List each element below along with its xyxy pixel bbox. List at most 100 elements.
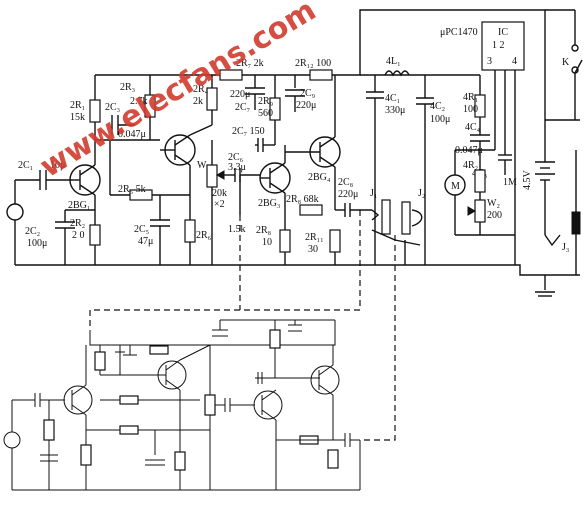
resistor-2r8: 2R₈ 10: [256, 225, 291, 265]
svg-text:220μ: 220μ: [338, 189, 358, 200]
inductor-4l1: 4L₁: [384, 56, 410, 77]
svg-text:220μ: 220μ: [230, 89, 250, 100]
potentiometer-w2: W₂ 200: [455, 198, 515, 236]
svg-text:20k: 20k: [212, 188, 227, 199]
svg-text:3.3μ: 3.3μ: [228, 162, 246, 173]
svg-text:1.5k: 1.5k: [228, 224, 246, 235]
battery-4-5v: 4.5V: [522, 130, 555, 235]
jack-j2: J₂: [401, 188, 425, 235]
resistor-2r11: 2R₁₁ 30: [305, 229, 341, 265]
svg-text:2C₇: 2C₇: [235, 102, 250, 113]
svg-text:100: 100: [463, 104, 478, 115]
capacitor-2c10: 2C₈ 220μ: [335, 177, 372, 217]
svg-text:μPC1470: μPC1470: [440, 27, 478, 38]
resistor-2r10: 2R₈ 68k: [286, 194, 323, 216]
svg-text:M: M: [451, 181, 460, 192]
svg-text:J₂: J₂: [418, 188, 425, 199]
resistor-2r3: 2R₃ 2.7k: [120, 75, 156, 140]
svg-text:30: 30: [308, 244, 318, 255]
resistor-2r6: 2R₆: [184, 175, 212, 265]
input-source: [6, 179, 40, 265]
svg-text:100μ: 100μ: [27, 238, 47, 249]
capacitor-4c4: 4C₄ 0.047μ: [455, 122, 490, 156]
svg-text:2BG₁: 2BG₁: [68, 200, 90, 211]
svg-text:2R₈: 2R₈: [256, 225, 272, 236]
svg-text:2R₁₁: 2R₁₁: [305, 232, 324, 243]
capacitor-2c1: 2C₁ 10μ: [18, 160, 72, 190]
svg-text:2k: 2k: [193, 96, 203, 107]
capacitor-4c1: 4C₁ 330μ: [366, 75, 405, 265]
resistor-2r5: 2R₅ 5k: [110, 184, 190, 201]
svg-text:J₁: J₁: [370, 188, 377, 199]
svg-text:2.7k: 2.7k: [130, 96, 148, 107]
ic-upc1470: IC 1 2 3 4 μPC1470: [440, 21, 525, 265]
svg-text:2C₁: 2C₁: [18, 160, 33, 171]
capacitor-2c2: 2C₂ 100μ: [25, 210, 75, 265]
svg-text:2R₃: 2R₃: [120, 82, 135, 93]
svg-text:2R₁: 2R₁: [70, 100, 85, 111]
svg-text:2BG₃: 2BG₃: [258, 198, 280, 209]
transistor-2bg4: 2BG₄: [285, 75, 341, 210]
svg-text:3: 3: [487, 56, 492, 67]
resistor-2r12: 2R₁₂ 100: [295, 58, 333, 81]
svg-text:2C₇ 150: 2C₇ 150: [232, 126, 265, 137]
svg-text:4: 4: [512, 56, 517, 67]
motor-m: M: [444, 149, 495, 235]
svg-text:15k: 15k: [70, 112, 85, 123]
svg-text:2BG₄: 2BG₄: [308, 172, 331, 183]
jack-j3: J₃: [544, 150, 581, 275]
svg-text:2R₆: 2R₆: [196, 230, 212, 241]
resistor-2r2: 2R₂ 2 0: [70, 210, 101, 265]
svg-text:2C₆: 2C₆: [228, 152, 244, 163]
supply-rail: [95, 9, 546, 130]
svg-text:2R₂: 2R₂: [70, 218, 85, 229]
svg-text:220μ: 220μ: [296, 100, 316, 111]
capacitor-2c3: 2C₃ 0.047μ: [105, 102, 146, 140]
svg-text:2 0: 2 0: [72, 230, 85, 241]
capacitor-2c8: 2C₇ 150: [232, 126, 275, 152]
svg-text:4C₂: 4C₂: [430, 101, 445, 112]
resistor-4r2: 4R₂: [463, 155, 486, 200]
svg-text:W: W: [197, 160, 207, 171]
svg-text:4R₁: 4R₁: [463, 92, 478, 103]
svg-text:4C₁: 4C₁: [385, 93, 400, 104]
svg-text:560: 560: [258, 108, 273, 119]
svg-text:W₂: W₂: [487, 198, 500, 209]
svg-text:10: 10: [262, 237, 272, 248]
ground-rail: [15, 264, 580, 297]
svg-text:10μ: 10μ: [50, 160, 65, 171]
svg-text:2C₉: 2C₉: [300, 88, 316, 99]
transistor-2bg2: [160, 124, 213, 175]
svg-text:2R₄: 2R₄: [193, 84, 209, 95]
svg-text:1M: 1M: [503, 177, 517, 188]
resistor-2r7: 2R₇ 2k: [219, 58, 264, 81]
svg-text:2R₁₂ 100: 2R₁₂ 100: [295, 58, 331, 69]
svg-text:100μ: 100μ: [430, 114, 450, 125]
svg-text:J₃: J₃: [562, 242, 569, 253]
svg-text:4C₄: 4C₄: [465, 122, 481, 133]
capacitor-2c6: 2C₆ 3.3μ: [224, 152, 260, 182]
svg-text:330μ: 330μ: [385, 105, 405, 116]
svg-text:1 2: 1 2: [492, 40, 505, 51]
svg-text:4L₁: 4L₁: [386, 56, 401, 67]
svg-text:×2: ×2: [214, 199, 225, 210]
resistor-4r1: 4R₁ 100: [463, 75, 486, 135]
svg-text:200: 200: [487, 210, 502, 221]
svg-text:2C₈: 2C₈: [338, 177, 354, 188]
capacitor-2c7: 220μ 2C₇: [230, 87, 265, 113]
jack-j1: J₁: [370, 188, 391, 235]
svg-text:2C₃: 2C₃: [105, 102, 120, 113]
transistor-2bg3: 2BG₃: [258, 145, 291, 230]
svg-text:K: K: [562, 57, 570, 68]
svg-text:2R₇ 2k: 2R₇ 2k: [236, 58, 264, 69]
svg-text:2R₈ 68k: 2R₈ 68k: [286, 194, 319, 205]
svg-text:IC: IC: [498, 27, 508, 38]
resistor-2r1: 2R₁ 15k: [70, 75, 101, 160]
transistor-2bg1: 2BG₁: [68, 164, 101, 211]
svg-text:4.5V: 4.5V: [522, 170, 533, 191]
svg-text:2C₅: 2C₅: [134, 224, 149, 235]
lower-amplifier: [3, 319, 361, 491]
svg-text:4R₂: 4R₂: [463, 160, 478, 171]
svg-text:0.047μ: 0.047μ: [118, 129, 146, 140]
